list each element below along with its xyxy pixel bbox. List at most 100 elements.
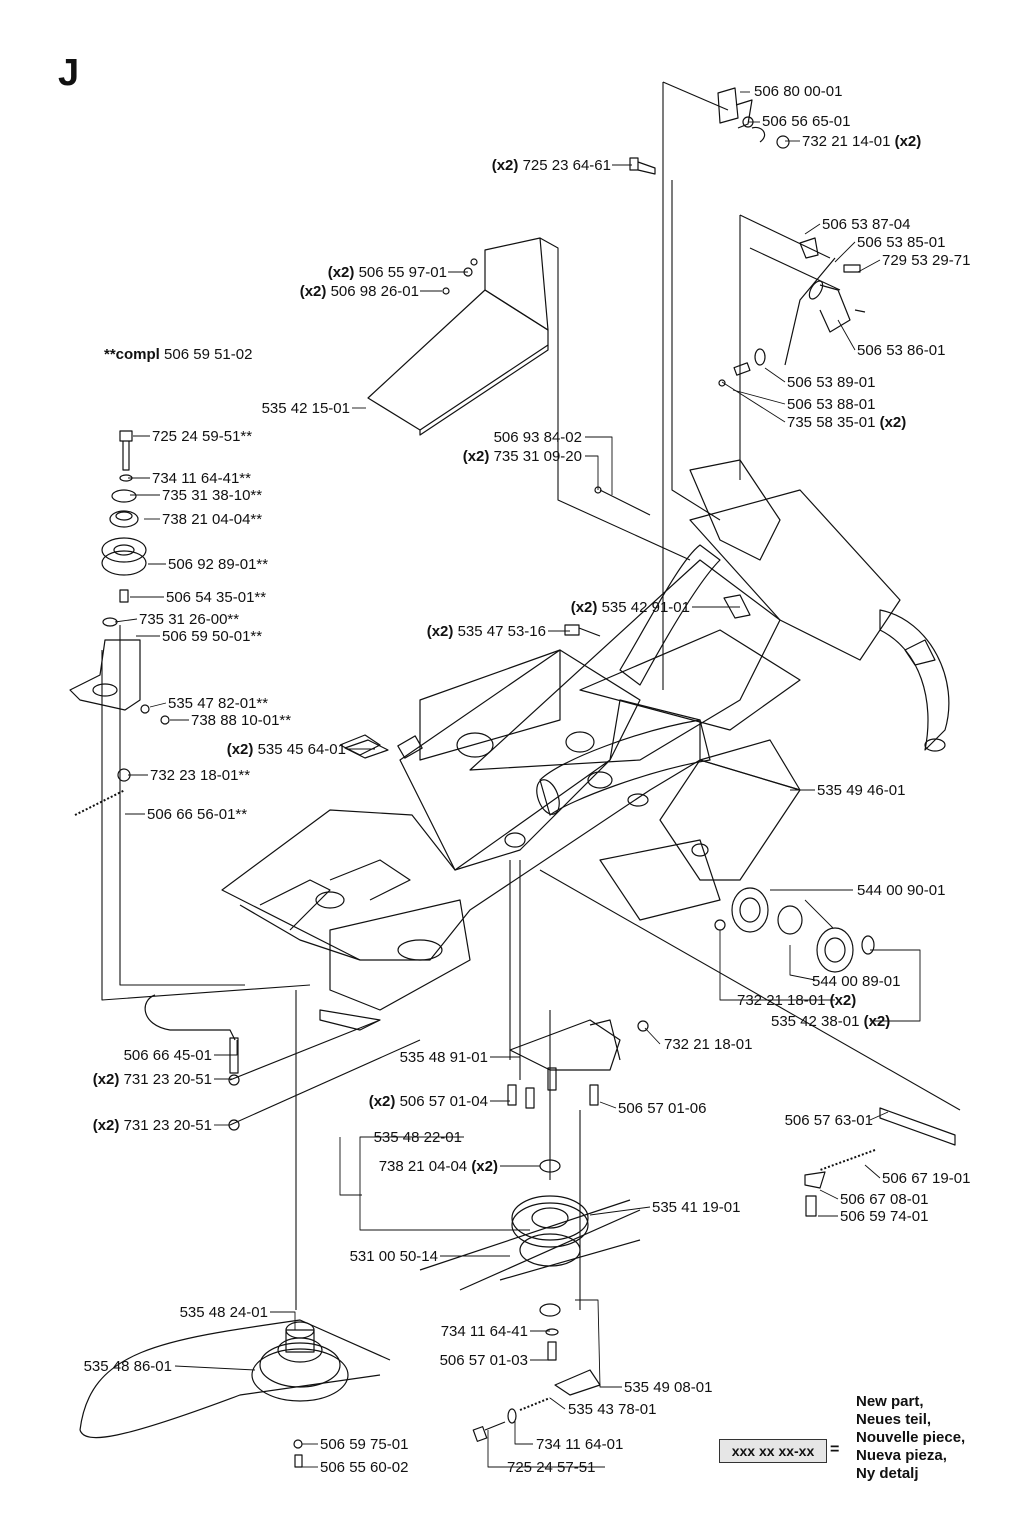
part-number: 738 21 04-04** <box>162 511 263 528</box>
part-callout-506566501: 506 56 65-01 <box>762 113 850 130</box>
part-callout-535482401: 535 48 24-01 <box>180 1304 268 1321</box>
part-callout-735310920: (x2) 735 31 09-20 <box>463 448 582 465</box>
part-callout-506670801: 506 67 08-01 <box>840 1191 928 1208</box>
legend-line: Nouvelle piece, <box>856 1429 966 1446</box>
part-callout-535411901: 535 41 19-01 <box>652 1199 740 1216</box>
part-number: 506 53 87-04 <box>822 216 911 233</box>
part-callout-544008901: 544 00 89-01 <box>812 973 900 990</box>
part-callout-506982601: (x2) 506 98 26-01 <box>300 283 419 300</box>
part-callout-506570104: (x2) 506 57 01-04 <box>369 1093 488 1110</box>
part-number: 544 00 89-01 <box>812 973 901 990</box>
compl-part-number: 506 59 51-02 <box>164 346 253 363</box>
upper-bracket-cluster <box>629 87 866 387</box>
part-callout-735583501: 735 58 35-01 (x2) <box>787 414 906 431</box>
part-number: 734 11 64-41 <box>440 1323 528 1340</box>
tension-rod <box>144 994 240 1131</box>
part-number: 535 49 46-01 <box>817 782 906 799</box>
compl-part-note: **compl 506 59 51-02 <box>104 346 252 363</box>
part-number: 535 47 82-01** <box>168 695 269 712</box>
part-number: 535 48 91-01 <box>399 1049 488 1066</box>
part-number: 506 59 74-01 <box>840 1208 929 1225</box>
cover-plate-535-42-15-01 <box>367 237 549 436</box>
part-number: 506 98 26-01 <box>330 283 419 300</box>
part-callout-732211401: 732 21 14-01 (x2) <box>802 133 921 150</box>
part-number: 506 53 86-01 <box>857 342 946 359</box>
part-callout-735313810: 735 31 38-10** <box>162 487 262 504</box>
part-callout-734116401: 734 11 64-01 <box>536 1436 623 1453</box>
part-number: 506 57 01-06 <box>618 1100 707 1117</box>
part-number: 725 23 64-61 <box>522 157 611 174</box>
part-callout-535488601: 535 48 86-01 <box>84 1358 172 1375</box>
lower-bracket <box>507 1019 649 1109</box>
part-callout-535482201: 535 48 22-01 <box>374 1129 462 1146</box>
part-callout-506538901: 506 53 89-01 <box>787 374 875 391</box>
part-suffix: (x2) <box>894 133 922 150</box>
part-callout-535437801: 535 43 78-01 <box>568 1401 656 1418</box>
legend-text: New part, Neues teil, Nouvelle piece, Nu… <box>856 1393 965 1483</box>
part-callout-506597501: 506 59 75-01 <box>320 1436 408 1453</box>
part-callout-506559701: (x2) 506 55 97-01 <box>328 264 447 281</box>
part-callout-535475316: (x2) 535 47 53-16 <box>427 623 546 640</box>
part-callout-738210404: 738 21 04-04** <box>162 511 262 528</box>
part-number: 732 21 18-01 <box>737 992 826 1009</box>
part-callout-734116441: 734 11 64-41** <box>152 470 251 487</box>
part-callout-535478201: 535 47 82-01** <box>168 695 268 712</box>
section-letter: J <box>58 52 80 94</box>
part-number: 732 21 14-01 <box>802 133 891 150</box>
part-number: 734 11 64-01 <box>536 1436 624 1453</box>
part-number: 535 48 22-01 <box>373 1129 462 1146</box>
part-number: 535 42 91-01 <box>601 599 690 616</box>
part-number: 535 43 78-01 <box>568 1401 657 1418</box>
part-number: 731 23 20-51 <box>123 1117 212 1134</box>
part-callout-732231801: 732 23 18-01** <box>150 767 250 784</box>
part-number: 531 00 50-14 <box>349 1248 438 1265</box>
part-callout-506570103: 506 57 01-03 <box>440 1352 528 1369</box>
part-callout-735312600: 735 31 26-00** <box>139 611 239 628</box>
part-suffix: (x2) <box>863 1013 891 1030</box>
part-number: 535 41 19-01 <box>652 1199 741 1216</box>
part-callout-506664501: 506 66 45-01 <box>124 1047 212 1064</box>
part-callout-738210404: 738 21 04-04 (x2) <box>379 1158 498 1175</box>
part-number: 506 80 00-01 <box>754 83 843 100</box>
part-number: 738 88 10-01** <box>191 712 292 729</box>
part-qty: (x2) <box>226 741 254 758</box>
legend-line: Ny detalj <box>856 1465 919 1482</box>
part-callout-506928901: 506 92 89-01** <box>168 556 268 573</box>
pedal-tube <box>536 544 950 816</box>
bearing-assembly <box>714 887 875 973</box>
part-callout-535429101: (x2) 535 42 91-01 <box>571 599 690 616</box>
part-callout-506538601: 506 53 86-01 <box>857 342 945 359</box>
part-number: 535 42 15-01 <box>261 400 350 417</box>
part-callout-506570106: 506 57 01-06 <box>618 1100 706 1117</box>
part-callout-506556002: 506 55 60-02 <box>320 1459 408 1476</box>
part-callout-732211801: 732 21 18-01 <box>664 1036 752 1053</box>
part-number: 725 24 59-51** <box>152 428 253 445</box>
part-number: 506 55 97-01 <box>358 264 447 281</box>
part-callout-506576301: 506 57 63-01 <box>785 1112 873 1129</box>
legend-sample-box: xxx xx xx-xx <box>719 1439 827 1463</box>
part-number: 506 59 75-01 <box>320 1436 409 1453</box>
part-number: 506 67 19-01 <box>882 1170 971 1187</box>
part-callout-535456401: (x2) 535 45 64-01 <box>227 741 346 758</box>
part-suffix: (x2) <box>471 1158 498 1175</box>
part-number: 738 21 04-04 <box>378 1158 468 1175</box>
part-number: 506 93 84-02 <box>493 429 582 446</box>
part-callout-731232051: (x2) 731 23 20-51 <box>93 1071 212 1088</box>
part-number: 506 66 45-01 <box>123 1047 212 1064</box>
part-callout-725245751: 725 24 57-51 <box>507 1459 595 1476</box>
part-callout-738881001: 738 88 10-01** <box>191 712 291 729</box>
part-callout-506538704: 506 53 87-04 <box>822 216 910 233</box>
part-callout-732211801: 732 21 18-01 (x2) <box>737 992 856 1009</box>
part-number: 731 23 20-51 <box>123 1071 212 1088</box>
part-number: 506 53 89-01 <box>787 374 876 391</box>
part-callout-506597401: 506 59 74-01 <box>840 1208 928 1225</box>
part-callout-725245951: 725 24 59-51** <box>152 428 252 445</box>
part-callout-506595001: 506 59 50-01** <box>162 628 262 645</box>
part-number: 535 47 53-16 <box>457 623 546 640</box>
part-callout-506665601: 506 66 56-01** <box>147 806 247 823</box>
part-number: 735 58 35-01 <box>787 414 876 431</box>
part-number: 735 31 09-20 <box>493 448 582 465</box>
part-qty: (x2) <box>570 599 598 616</box>
part-callout-506538801: 506 53 88-01 <box>787 396 875 413</box>
routing-lines <box>101 81 961 1310</box>
